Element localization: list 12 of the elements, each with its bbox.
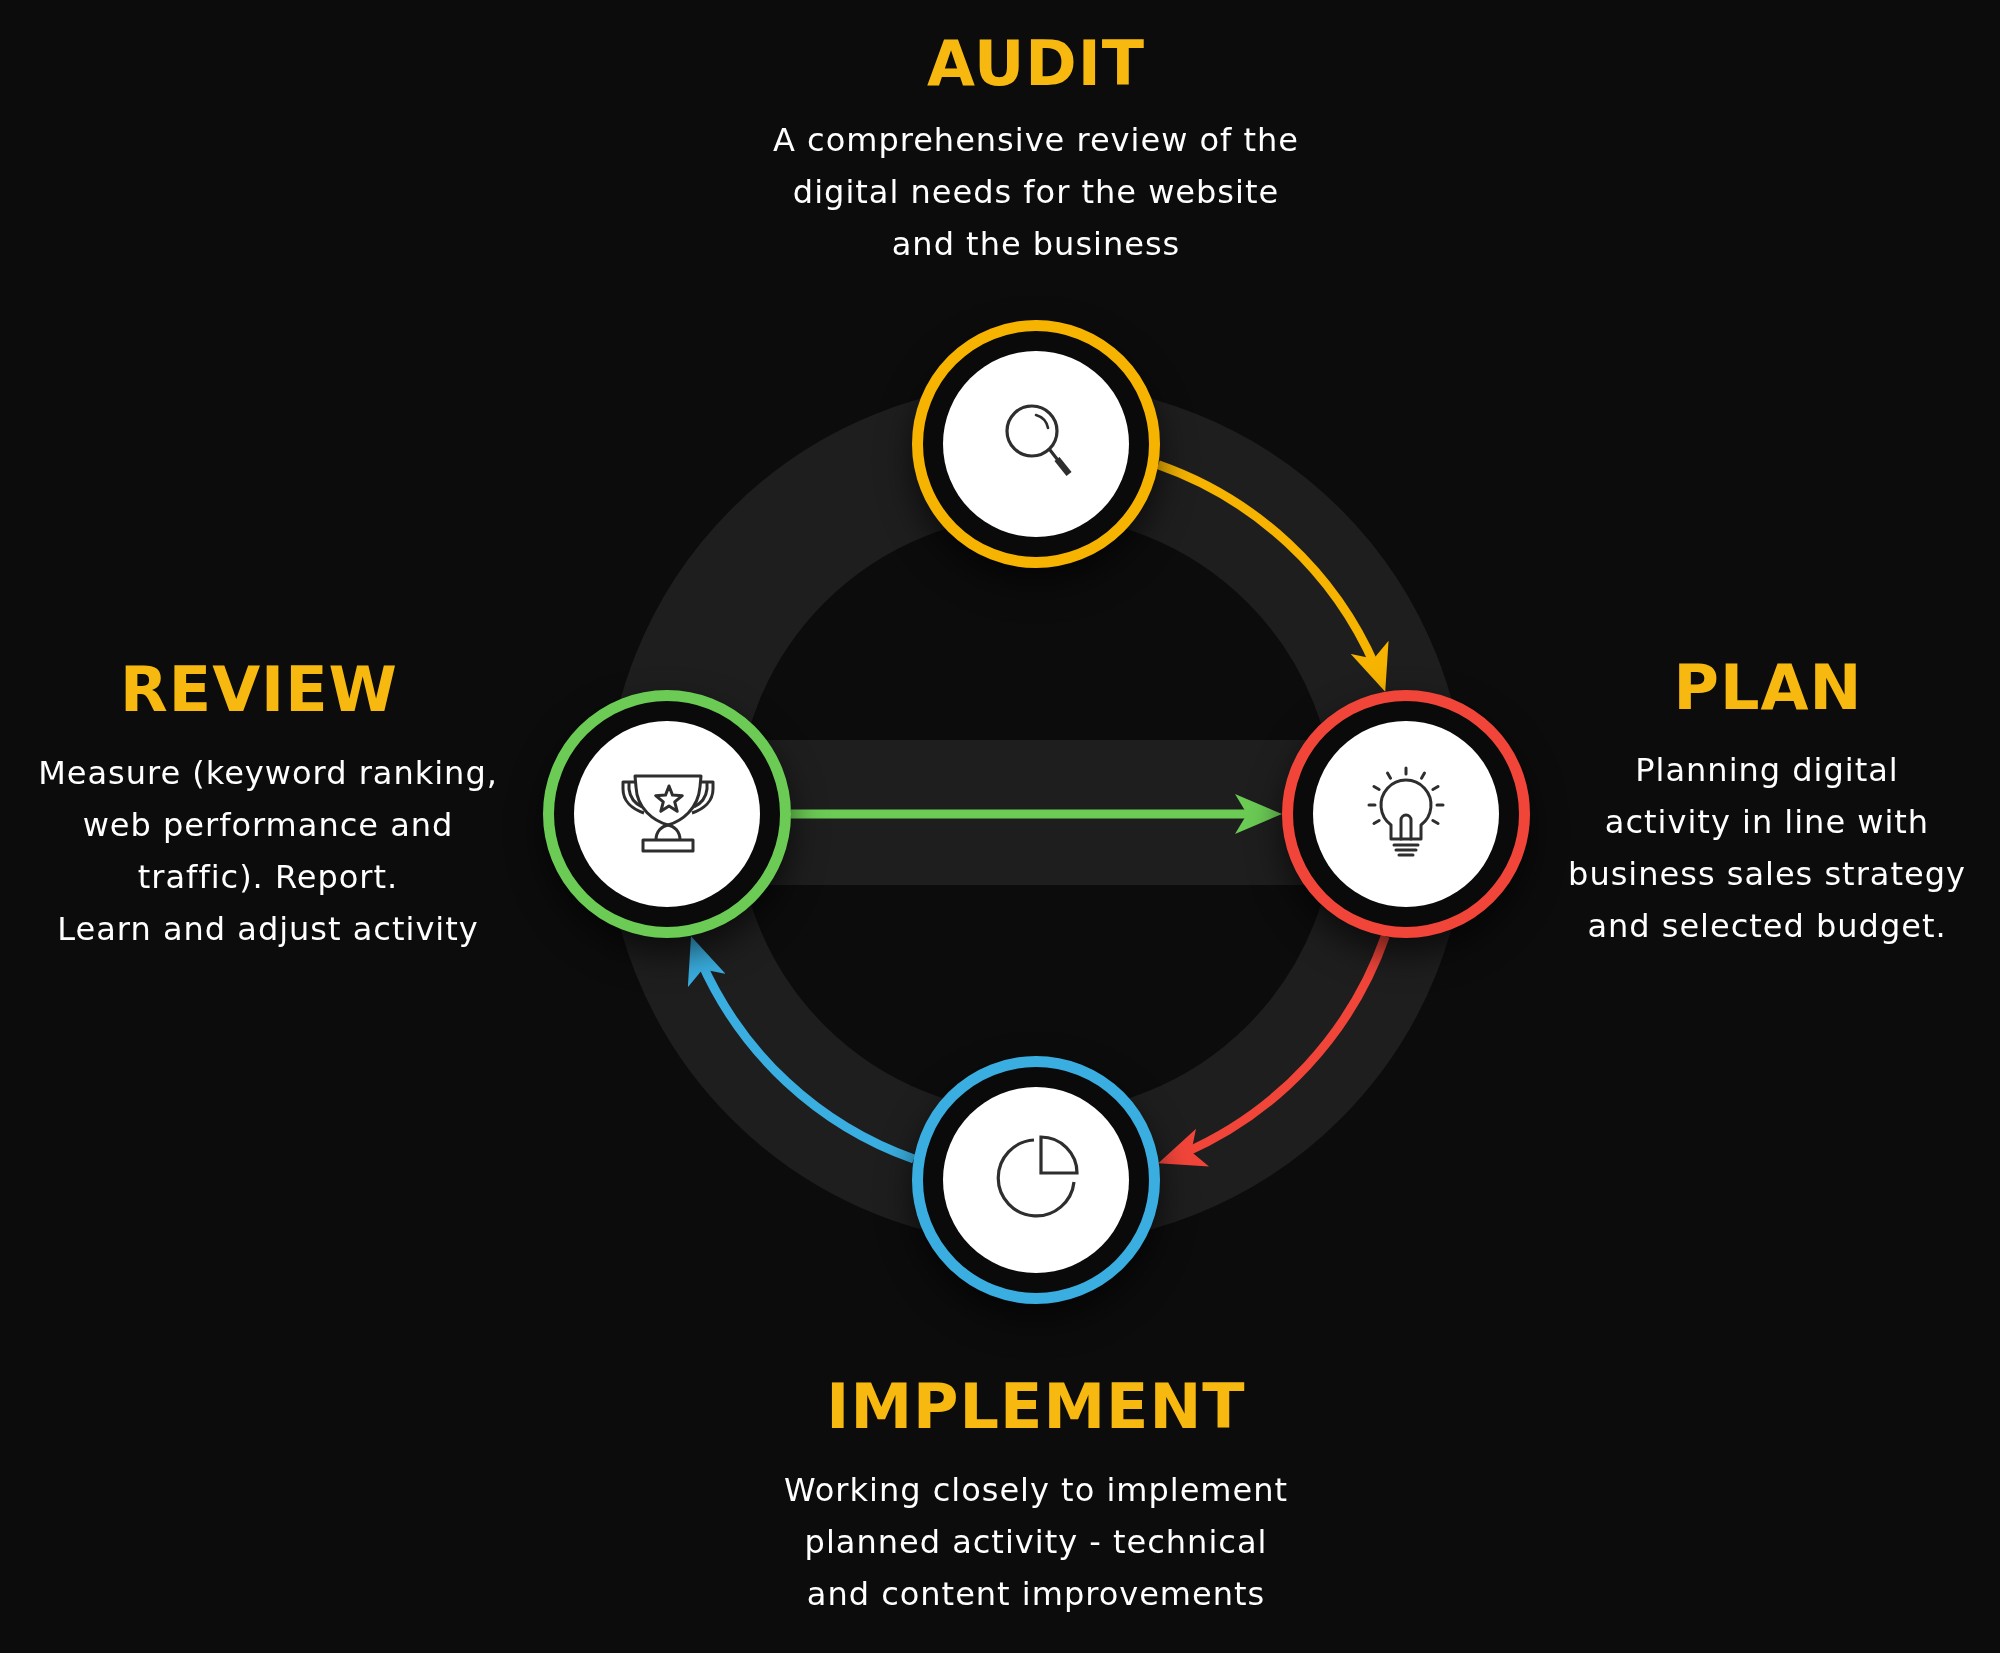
stage-description: Working closely to implement planned activity - technical and content improvements — [782, 1470, 1289, 1615]
stage-description: Measure (keyword ranking, web performance and traffic). Report. — [37, 753, 499, 898]
stage-title: IMPLEMENT — [825, 1373, 1247, 1441]
stage-description: A comprehensive review of the digital needs for the website and the business — [772, 120, 1300, 265]
stage-title: PLAN — [1672, 654, 1864, 722]
arrow — [1156, 460, 1390, 694]
stage-description: Planning digital activity in line with business sales strategy and selected budget. — [1567, 750, 1967, 947]
stage-description: Learn and adjust activity — [56, 909, 480, 950]
stage-title: REVIEW — [119, 656, 399, 724]
arrow — [791, 794, 1282, 834]
arrow — [686, 934, 916, 1164]
stage-title: AUDIT — [925, 30, 1147, 98]
